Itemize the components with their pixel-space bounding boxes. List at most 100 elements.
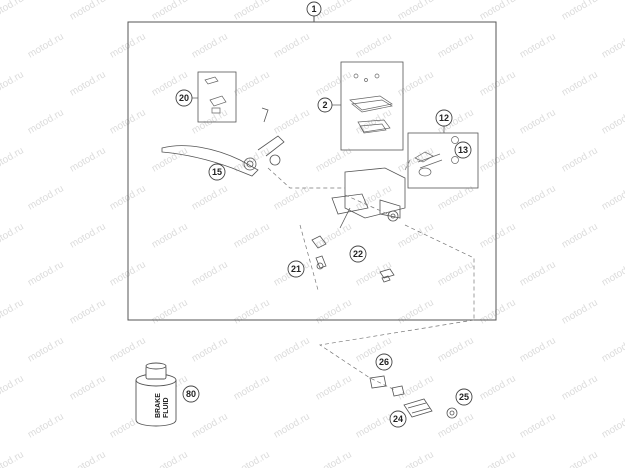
watermark-text: motod.ru xyxy=(396,69,436,98)
watermark-text: motod.ru xyxy=(150,297,190,326)
callout-25-label: 25 xyxy=(459,392,469,402)
watermark-text: motod.ru xyxy=(0,145,26,174)
callout-21-label: 21 xyxy=(291,264,301,274)
watermark-text: motod.ru xyxy=(354,183,394,212)
callout-24[interactable]: 24 xyxy=(389,410,407,428)
brake-fluid-bottle: BRAKE FLUID xyxy=(135,362,177,427)
watermark-text: motod.ru xyxy=(600,183,625,212)
watermark-text: motod.ru xyxy=(436,31,476,60)
callout-80[interactable]: 80 xyxy=(182,385,200,403)
watermark-text: motod.ru xyxy=(518,31,558,60)
watermark-text: motod.ru xyxy=(0,0,26,23)
watermark-text: motod.ru xyxy=(232,297,272,326)
callout-20[interactable]: 20 xyxy=(175,89,193,107)
subframe-20 xyxy=(197,71,237,123)
watermark-text: motod.ru xyxy=(396,373,436,402)
assembly-lines xyxy=(267,159,475,391)
watermark-text: motod.ru xyxy=(560,0,600,23)
watermark-text: motod.ru xyxy=(600,335,625,364)
watermark-text: motod.ru xyxy=(68,449,108,468)
switch-parts-drawing xyxy=(311,235,395,283)
watermark-text: motod.ru xyxy=(0,373,26,402)
watermark-text: motod.ru xyxy=(150,221,190,250)
watermark-text: motod.ru xyxy=(314,449,354,468)
callout-1[interactable]: 1 xyxy=(306,1,322,17)
watermark-text: motod.ru xyxy=(26,259,66,288)
bottle-label-line1: BRAKE xyxy=(155,393,162,418)
watermark-text: motod.ru xyxy=(560,221,600,250)
hose-fittings-drawing xyxy=(369,375,458,419)
watermark-text: motod.ru xyxy=(478,145,518,174)
watermark-text: motod.ru xyxy=(68,145,108,174)
watermark-text: motod.ru xyxy=(518,107,558,136)
watermark-text: motod.ru xyxy=(354,31,394,60)
watermark-text: motod.ru xyxy=(478,69,518,98)
watermark-text: motod.ru xyxy=(190,31,230,60)
assembly-frame xyxy=(127,21,497,321)
watermark-text: motod.ru xyxy=(232,69,272,98)
callout-1-label: 1 xyxy=(311,4,316,14)
watermark-text: motod.ru xyxy=(518,259,558,288)
watermark-text: motod.ru xyxy=(314,373,354,402)
watermark-text: motod.ru xyxy=(0,69,26,98)
watermark-text: motod.ru xyxy=(396,0,436,23)
callout-15[interactable]: 15 xyxy=(208,163,226,181)
watermark-text: motod.ru xyxy=(396,449,436,468)
watermark-text: motod.ru xyxy=(0,449,26,468)
watermark-text: motod.ru xyxy=(26,411,66,440)
watermark-text: motod.ru xyxy=(232,0,272,23)
watermark-text: motod.ru xyxy=(26,335,66,364)
watermark-text: motod.ru xyxy=(518,335,558,364)
watermark-text: motod.ru xyxy=(478,373,518,402)
bottle-label-line2: FLUID xyxy=(163,397,170,418)
watermark-text: motod.ru xyxy=(68,0,108,23)
watermark-text: motod.ru xyxy=(600,411,625,440)
watermark-text: motod.ru xyxy=(190,259,230,288)
master-cylinder-drawing xyxy=(331,167,406,229)
watermark-text: motod.ru xyxy=(272,335,312,364)
callout-13[interactable]: 13 xyxy=(454,141,472,159)
piston-kit-drawing xyxy=(414,136,459,177)
watermark-text: motod.ru xyxy=(560,145,600,174)
callout-12[interactable]: 12 xyxy=(435,109,453,127)
part-20-drawing xyxy=(204,76,227,114)
callout-22[interactable]: 22 xyxy=(349,245,367,263)
watermark-text: motod.ru xyxy=(314,297,354,326)
callout-2[interactable]: 2 xyxy=(317,97,333,113)
reservoir-cover-drawing xyxy=(349,73,393,134)
watermark-text: motod.ru xyxy=(190,335,230,364)
callout-20-label: 20 xyxy=(179,93,189,103)
callout-13-label: 13 xyxy=(458,145,468,155)
watermark-text: motod.ru xyxy=(68,221,108,250)
watermark-text: motod.ru xyxy=(68,373,108,402)
callout-26[interactable]: 26 xyxy=(375,353,393,371)
watermark-text: motod.ru xyxy=(518,183,558,212)
watermark-text: motod.ru xyxy=(396,221,436,250)
watermark-text: motod.ru xyxy=(478,221,518,250)
watermark-text: motod.ru xyxy=(150,449,190,468)
watermark-text: motod.ru xyxy=(600,107,625,136)
watermark-text: motod.ru xyxy=(478,297,518,326)
watermark-text: motod.ru xyxy=(108,335,148,364)
watermark-text: motod.ru xyxy=(26,107,66,136)
watermark-text: motod.ru xyxy=(354,259,394,288)
callout-26-label: 26 xyxy=(379,357,389,367)
watermark-text: motod.ru xyxy=(396,297,436,326)
watermark-text: motod.ru xyxy=(26,183,66,212)
watermark-text: motod.ru xyxy=(436,259,476,288)
watermark-text: motod.ru xyxy=(272,411,312,440)
callout-80-label: 80 xyxy=(186,389,196,399)
callout-25[interactable]: 25 xyxy=(455,388,473,406)
watermark-text: motod.ru xyxy=(518,411,558,440)
watermark-text: motod.ru xyxy=(314,69,354,98)
watermark-text: motod.ru xyxy=(0,297,26,326)
watermark-text: motod.ru xyxy=(560,449,600,468)
watermark-text: motod.ru xyxy=(190,183,230,212)
watermark-text: motod.ru xyxy=(436,335,476,364)
watermark-text: motod.ru xyxy=(272,31,312,60)
watermark-text: motod.ru xyxy=(26,31,66,60)
callout-21[interactable]: 21 xyxy=(287,260,305,278)
watermark-text: motod.ru xyxy=(68,297,108,326)
watermark-text: motod.ru xyxy=(560,69,600,98)
